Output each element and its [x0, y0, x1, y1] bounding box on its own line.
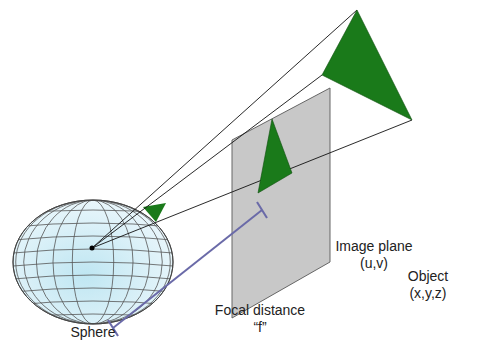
sphere-parallel [13, 314, 173, 318]
projection-centre [90, 246, 95, 251]
focal-distance-label: Focal distance “f” [210, 302, 310, 336]
sphere-projection-triangle [143, 203, 166, 222]
sphere-parallel [13, 275, 173, 279]
object-label: Object (x,y,z) [390, 268, 466, 302]
sphere-parallel [13, 236, 173, 240]
sphere [13, 200, 173, 324]
projection-rays [92, 10, 412, 248]
sphere-parallel [13, 288, 173, 292]
sphere-parallel [13, 262, 173, 266]
image-triangle [258, 119, 292, 193]
sphere-parallel [13, 301, 173, 305]
image-plane-label: Image plane (u,v) [330, 238, 418, 272]
sphere-label: Sphere [58, 324, 128, 341]
image-plane [232, 88, 330, 318]
object-triangle [322, 10, 412, 120]
